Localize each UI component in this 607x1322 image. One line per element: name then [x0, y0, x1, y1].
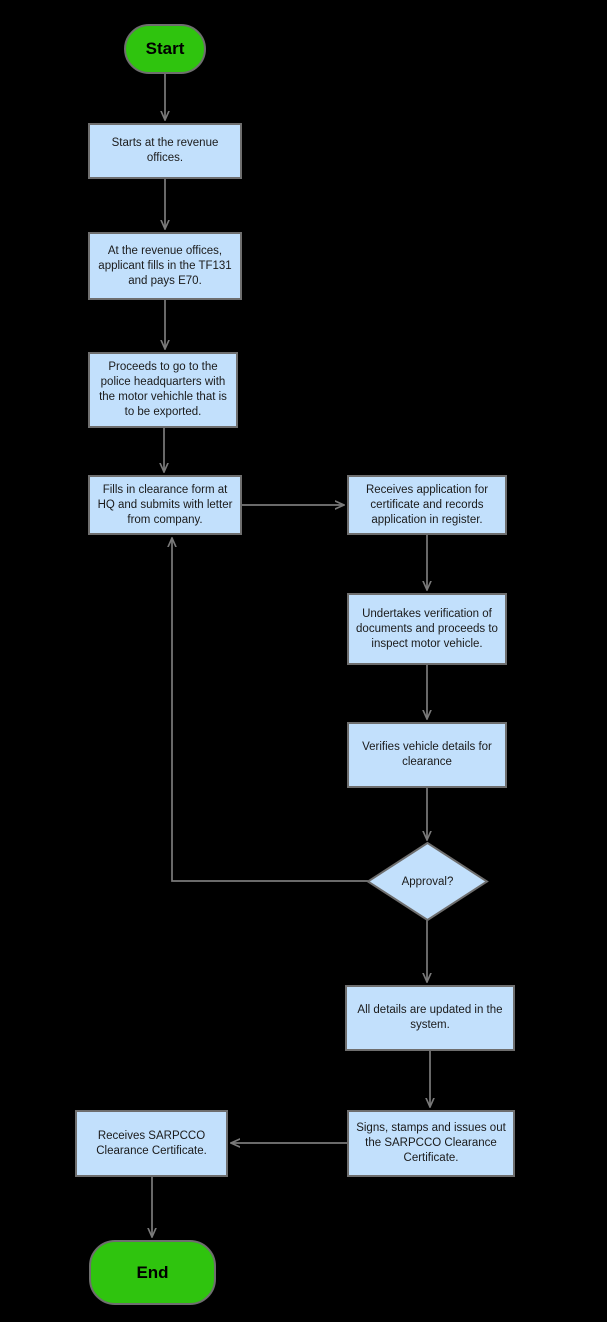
node-fills-clearance-form[interactable]: Fills in clearance form at HQ and submit… — [88, 475, 242, 535]
node-receives-certificate-label: Receives SARPCCO Clearance Certificate. — [96, 1129, 207, 1157]
node-receives-application-label: Receives application for certificate and… — [365, 483, 489, 526]
node-end[interactable]: End — [89, 1240, 216, 1305]
node-verifies-vehicle-details[interactable]: Verifies vehicle details for clearance — [347, 722, 507, 788]
edge-approval-back-to-clearance-form — [172, 538, 368, 882]
node-undertakes-verification-label: Undertakes verification of documents and… — [356, 607, 498, 650]
node-proceeds-police-hq-label: Proceeds to go to the police headquarter… — [99, 361, 227, 418]
node-verifies-vehicle-details-label: Verifies vehicle details for clearance — [362, 741, 492, 768]
node-approval-decision-label: Approval? — [401, 875, 454, 888]
node-fills-tf131[interactable]: At the revenue offices, applicant fills … — [88, 232, 242, 300]
node-revenue-offices[interactable]: Starts at the revenue offices. — [88, 123, 242, 179]
node-approval-decision[interactable]: Approval? — [368, 843, 487, 920]
node-fills-clearance-form-label: Fills in clearance form at HQ and submit… — [97, 483, 233, 526]
node-start-label: Start — [145, 39, 185, 58]
node-fills-tf131-label: At the revenue offices, applicant fills … — [98, 244, 232, 287]
node-proceeds-police-hq[interactable]: Proceeds to go to the police headquarter… — [88, 352, 238, 428]
node-receives-certificate[interactable]: Receives SARPCCO Clearance Certificate. — [75, 1110, 228, 1177]
node-revenue-offices-label: Starts at the revenue offices. — [111, 137, 219, 164]
node-start[interactable]: Start — [124, 24, 206, 74]
node-signs-stamps-issues[interactable]: Signs, stamps and issues out the SARPCCO… — [347, 1110, 515, 1177]
node-details-updated-label: All details are updated in the system. — [357, 1004, 503, 1031]
node-undertakes-verification[interactable]: Undertakes verification of documents and… — [347, 593, 507, 665]
node-end-label: End — [136, 1262, 169, 1282]
node-details-updated[interactable]: All details are updated in the system. — [345, 985, 515, 1051]
node-receives-application[interactable]: Receives application for certificate and… — [347, 475, 507, 535]
node-signs-stamps-issues-label: Signs, stamps and issues out the SARPCCO… — [356, 1122, 506, 1164]
